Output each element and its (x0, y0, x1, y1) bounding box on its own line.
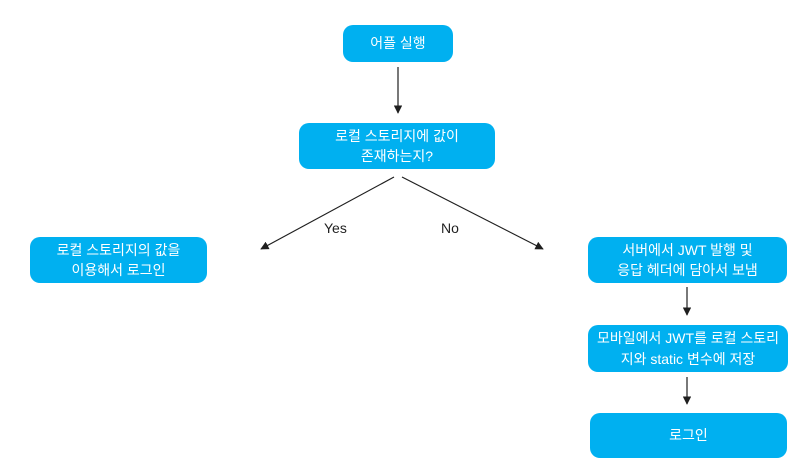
node-app-start: 어플 실행 (343, 25, 453, 62)
node-login-with-local-storage-label: 로컬 스토리지의 값을 이용해서 로그인 (56, 241, 181, 278)
node-local-storage-check: 로컬 스토리지에 값이 존재하는지? (299, 123, 495, 169)
arrow-check-to-login-local (260, 176, 395, 250)
arrow-check-to-server-jwt (401, 176, 544, 250)
node-app-start-label: 어플 실행 (370, 35, 426, 52)
node-login-label: 로그인 (669, 427, 708, 444)
edge-label-no: No (441, 220, 459, 236)
node-login-with-local-storage: 로컬 스토리지의 값을 이용해서 로그인 (30, 237, 207, 283)
node-local-storage-check-label: 로컬 스토리지에 값이 존재하는지? (335, 127, 459, 164)
edge-label-yes: Yes (324, 220, 347, 236)
node-server-issues-jwt-label: 서버에서 JWT 발행 및 응답 헤더에 담아서 보냄 (617, 241, 758, 278)
node-login: 로그인 (590, 413, 787, 458)
node-mobile-stores-jwt: 모바일에서 JWT를 로컬 스토리 지와 static 변수에 저장 (588, 325, 788, 372)
node-server-issues-jwt: 서버에서 JWT 발행 및 응답 헤더에 담아서 보냄 (588, 237, 787, 283)
node-mobile-stores-jwt-label: 모바일에서 JWT를 로컬 스토리 지와 static 변수에 저장 (596, 330, 780, 367)
